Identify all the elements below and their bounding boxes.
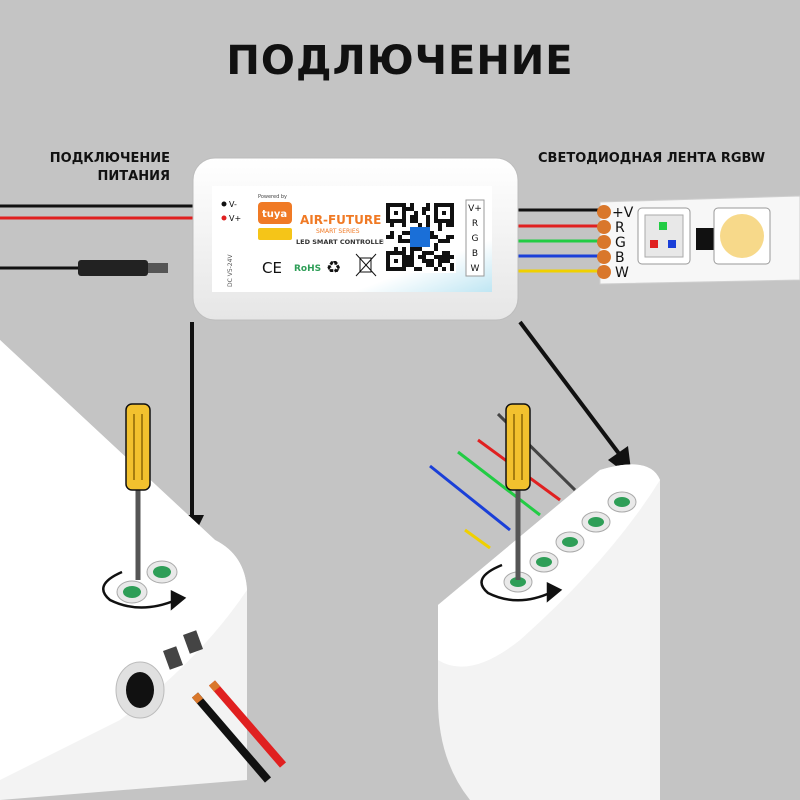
out-pin-g: G	[472, 234, 479, 244]
dc-socket	[115, 661, 165, 719]
power-connection-label: ПОДКЛЮЧЕНИЕ ПИТАНИЯ	[49, 151, 170, 184]
powered-by-text: Powered by	[258, 194, 287, 200]
rgbw-strip-label: СВЕТОДИОДНАЯ ЛЕНТА RGBW	[538, 151, 766, 166]
rohs-mark: RoHS	[294, 264, 321, 274]
out-pin-b: B	[472, 249, 478, 259]
svg-text:tuya: tuya	[262, 209, 287, 220]
screwdriver-right	[505, 403, 531, 580]
resistor	[696, 228, 716, 250]
output-screw-terminals	[503, 491, 637, 593]
series-text: SMART SERIES	[316, 228, 360, 235]
terminal-screw-head	[536, 557, 552, 567]
strip-pin-labels: +V R G B W	[612, 205, 634, 281]
dc-jack-plug	[78, 260, 148, 276]
ce-mark: CE	[262, 259, 282, 277]
pin-vminus: V-	[229, 200, 237, 209]
arrow-to-power-terminal	[180, 322, 204, 540]
rotate-arrow-right-icon	[480, 563, 563, 603]
rotate-arrow-left-icon	[102, 570, 187, 611]
strip-pin-vplus: +V	[612, 205, 634, 221]
strip-pin-b: B	[615, 250, 625, 266]
led-strip	[597, 195, 800, 285]
pin-vplus: V+	[229, 214, 241, 223]
terminal-screw-head	[510, 577, 526, 587]
tuya-logo	[258, 202, 292, 224]
page-title: ПОДЛЮЧЕНИЕ	[226, 38, 574, 84]
output-wires	[515, 208, 600, 273]
weee-bin-icon	[355, 253, 377, 277]
qr-code	[384, 201, 456, 273]
strip-solder-pads	[597, 205, 611, 279]
white-led-chip	[713, 207, 771, 265]
out-pin-r: R	[472, 219, 478, 229]
arrow-to-output-terminal	[518, 320, 632, 478]
rgb-led-chip	[637, 207, 691, 265]
terminal-screw-head	[562, 537, 578, 547]
power-wires	[0, 204, 200, 276]
out-pin-w: W	[471, 264, 480, 274]
strip-pin-g: G	[615, 235, 626, 251]
power-terminal-closeup	[0, 340, 287, 800]
screwdriver-left	[125, 403, 151, 580]
brand-name: AIR-FUTURE	[300, 213, 381, 227]
output-terminal-closeup	[429, 403, 660, 800]
strip-pin-r: R	[615, 220, 625, 236]
strip-pin-w: W	[615, 265, 629, 281]
terminal-screw-head	[614, 497, 630, 507]
output-pin-labels: V+ R G B W	[468, 204, 482, 274]
loose-power-wires	[191, 680, 287, 783]
controller-box: V- V+ DC V5-24V Powered by tuya AIR-FUTU…	[192, 157, 519, 321]
product-name: LED SMART CONTROLLER	[296, 238, 388, 246]
recycle-icon: ♻	[326, 258, 341, 278]
out-pin-vplus: V+	[468, 204, 482, 214]
dc-voltage-text: DC V5-24V	[227, 254, 234, 287]
terminal-screw-head	[588, 517, 604, 527]
power-screw-terminals	[116, 560, 178, 604]
